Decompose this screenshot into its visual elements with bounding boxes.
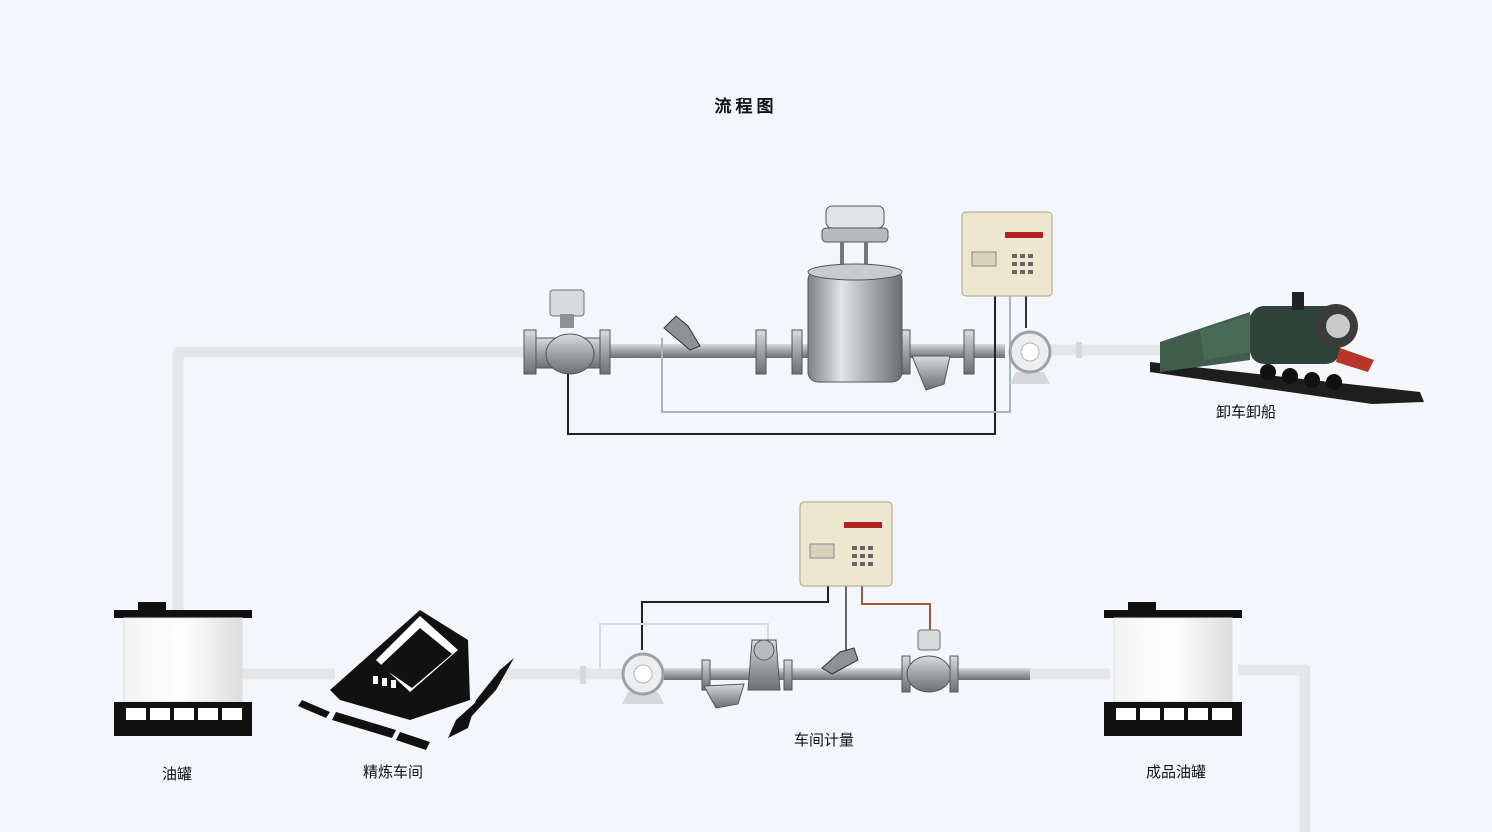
label-refinery: 精炼车间 [362, 763, 424, 781]
top-controller-icon [961, 211, 1053, 297]
label-product-tank: 成品油罐 [1145, 763, 1207, 781]
bottom-temperature-probe-icon [821, 647, 859, 675]
label-oil-tank: 油罐 [161, 765, 193, 783]
bottom-metering-assembly [580, 501, 1030, 709]
filter-icon [911, 355, 951, 391]
signal-wire-dark-bottom [641, 584, 829, 650]
bottom-controller-icon [799, 501, 893, 587]
refinery-icon [298, 610, 514, 750]
signal-wire-dark [567, 292, 996, 435]
pipe-network [172, 344, 1311, 832]
bottom-filter-icon [701, 639, 793, 709]
control-valve-icon [523, 289, 611, 375]
signal-wire-light-bottom [599, 623, 769, 668]
top-metering-assembly [523, 205, 1082, 435]
bottom-pump-icon [580, 652, 665, 704]
bottom-process-pipe [660, 668, 1030, 680]
label-workshop-metering: 车间计量 [793, 731, 855, 749]
signal-wire-brown-bottom [861, 584, 931, 630]
pipe-top-line [172, 346, 530, 612]
top-pump-icon [1008, 330, 1082, 384]
pipe-product-tank-out [1238, 664, 1311, 832]
pipe-flanges [755, 329, 975, 375]
mass-flowmeter-icon [807, 205, 903, 383]
label-unload: 卸车卸船 [1215, 403, 1277, 421]
diagram-title: 流程图 [714, 97, 778, 117]
train-icon [1150, 292, 1424, 404]
bottom-control-valve-icon [901, 629, 959, 693]
temperature-probe-icon [663, 315, 701, 351]
oil-tank-icon [114, 602, 252, 736]
product-oil-tank-icon [1104, 602, 1242, 736]
